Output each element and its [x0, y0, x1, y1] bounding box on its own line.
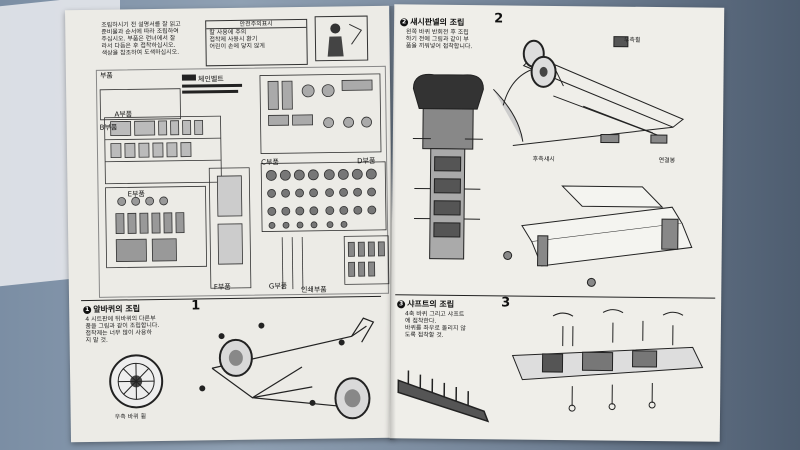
left-instruction-page: 조립하시기 전 설명서를 잘 읽고 준비물과 순서에 따라 조립하여 주십시오.… [64, 5, 396, 443]
c-parts-label: C부품 [261, 158, 279, 167]
step3-title-text: 샤프트의 조립 [407, 299, 455, 309]
g-parts-label: G부품 [268, 282, 288, 291]
caution-box: 안전주의표시 칼 사용에 주의 접착제 사용시 환기 어린이 손에 닿지 않게 [205, 18, 308, 67]
fender-part-drawing [493, 88, 524, 142]
step2-small-label: 연결봉 [658, 157, 676, 165]
shaft-assembly-drawing [511, 309, 704, 412]
intro-line: 색상을 참조하여 도색하십시오. [101, 48, 180, 57]
step1-bullet: 1 [83, 305, 92, 314]
caution-line: 어린이 손에 닿지 않게 [209, 42, 265, 51]
step2-title-text: 섀시판넬의 조립 [410, 17, 465, 28]
page-fold [390, 6, 396, 440]
wheel-detail-icon [109, 354, 164, 409]
print-parts-label: 인쇄부품 [300, 285, 327, 295]
step2-number: 2 [494, 11, 504, 27]
intro-text-block: 조립하시기 전 설명서를 잘 읽고 준비물과 순서에 따라 조립하여 주십시오.… [101, 20, 193, 57]
step2-instructions: 왼쪽 바퀴 반회전 후 조립 하기 전에 그림과 같이 부 품을 끼워넣어 접착… [406, 28, 496, 50]
sprue-parts-drawing [99, 73, 390, 290]
chassis-topview-drawing [412, 73, 484, 260]
rod-parts-drawing [397, 370, 490, 423]
step1-title-text: 앞바퀴의 조립 [93, 304, 141, 314]
step2-small-label: 후측섀시 [532, 155, 555, 163]
step3-bullet: 3 [397, 299, 406, 308]
a-parts-label: A부품 [114, 110, 133, 119]
wheel-caption: 우측 바퀴 휠 [114, 413, 147, 421]
step1-instructions: 4 시트판에 뒤바퀴의 다른부 품을 그림과 같이 조립합니다. 접착제는 너무… [85, 314, 195, 344]
chassis-frame-drawing [503, 185, 693, 287]
e-parts-label: E부품 [127, 190, 145, 199]
step2-line: 품을 끼워넣어 접착합니다. [405, 42, 473, 51]
step2-small-label: 우측휠 [623, 36, 641, 44]
step2-bullet: 2 [400, 17, 409, 26]
step3-instructions: 4축 바퀴 그리고 샤프트 에 접착한다. 바퀴를 좌우로 돌리지 않 도록 접… [405, 310, 505, 339]
step3-title: 23샤프트의 조립 [397, 298, 454, 310]
b-parts-label: B부품 [99, 123, 118, 132]
chassis-side-drawing [502, 36, 685, 147]
safety-figure-icon [314, 15, 369, 62]
front-axle-assembly-drawing [199, 317, 375, 420]
step3-line: 도록 접착할 것. [404, 331, 444, 339]
step1-line: 지 말 것. [85, 336, 108, 345]
f-parts-label: F부품 [213, 282, 231, 292]
d-parts-label: D부품 [357, 156, 376, 166]
